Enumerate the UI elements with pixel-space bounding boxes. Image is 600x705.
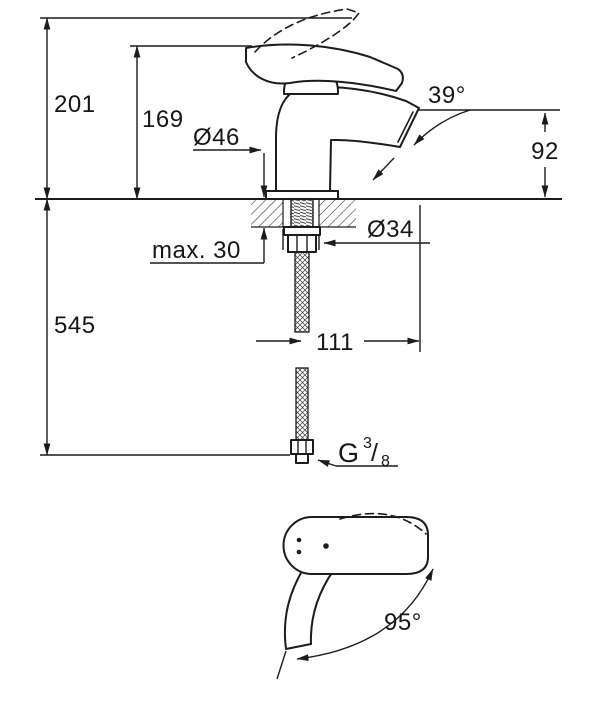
faucet-base [265, 190, 339, 200]
leader-thread [317, 459, 337, 467]
mounting-washer [283, 226, 321, 236]
faucet-lever [245, 43, 404, 92]
faucet-lever-raised-dashed [254, 8, 361, 59]
swivel-arc-95 [296, 568, 434, 662]
label-swivel-angle: 95° [384, 609, 422, 636]
side-view [245, 8, 420, 464]
handle-swung-position [283, 565, 334, 650]
dimension-labels: 201 169 Ø46 39° 92 Ø34 max. 30 545 111 G… [54, 82, 559, 636]
label-base-diameter: Ø46 [193, 124, 240, 151]
label-thread-prefix: G [338, 438, 359, 468]
faucet-body-and-spout [275, 86, 420, 192]
counter-hatch-right [319, 200, 356, 227]
cartridge-center-dot [323, 543, 329, 549]
label-lever-height: 169 [142, 106, 184, 133]
label-thread-numerator: 3 [363, 435, 372, 452]
faucet-top-view-body [282, 516, 429, 575]
aerator-face-line [397, 111, 414, 143]
hose-end-fitting [290, 439, 314, 455]
counter-hatch-left [251, 200, 283, 227]
label-spout-projection: 111 [316, 329, 354, 356]
label-max-thickness: max. 30 [152, 237, 241, 264]
label-total-height: 201 [54, 91, 96, 118]
supply-hose-upper [294, 251, 310, 333]
supply-hose-lower [295, 367, 309, 441]
flow-direction-arrow [372, 157, 395, 181]
label-outlet-height: 92 [531, 138, 559, 165]
label-thread-slash: / [371, 439, 378, 467]
label-hole-diameter: Ø34 [367, 216, 414, 243]
handle-dot-upper [296, 537, 302, 543]
fitting-nipple [295, 453, 309, 464]
dimension-lines [43, 17, 549, 467]
label-thread-denominator: 8 [381, 453, 390, 470]
label-hose-length: 545 [54, 312, 96, 339]
spout-hidden-edge-dashed [339, 512, 427, 535]
leader-aerator-angle [413, 109, 471, 146]
threaded-shank [290, 198, 314, 228]
label-aerator-angle: 39° [428, 82, 466, 109]
handle-axis-extension [276, 650, 287, 680]
bottom-view [276, 512, 434, 680]
handle-dot-lower [296, 549, 302, 555]
mounting-nut [287, 234, 317, 253]
counter-cross-section [251, 199, 356, 228]
